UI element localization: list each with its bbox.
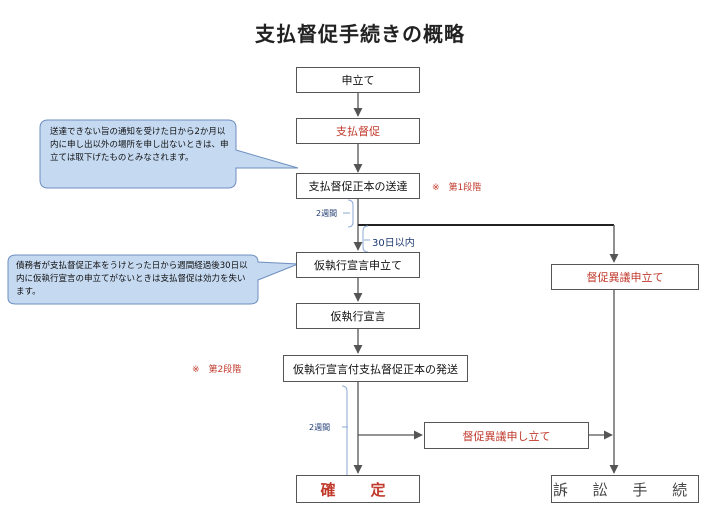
duration-two-weeks-1: 2週間 xyxy=(316,209,338,218)
box-soshou: 訴 訟 手 続 xyxy=(551,475,699,503)
stage1-note: ※ 第1段階 xyxy=(432,183,482,193)
box-igi-moushitate-1: 督促異議申立て xyxy=(551,264,699,290)
box-karishikkou-sengen: 仮執行宣言 xyxy=(296,303,420,329)
bracket-two-weeks-2 xyxy=(341,385,348,480)
bracket-thirty-days xyxy=(362,225,369,253)
page-title: 支払督促手続きの概略 xyxy=(255,22,465,46)
callout-bottom-text: 債務者が支払督促正本をうけとった日から週間経過後30日以内に仮執行宣言の申立てが… xyxy=(16,261,248,297)
box-souta: 支払督促正本の送達 xyxy=(296,173,420,199)
box-karishikkou-moushitate: 仮執行宣言申立て xyxy=(296,252,420,278)
callout-shape-top xyxy=(39,119,299,189)
callout-top-text: 送達できない旨の通知を受けた日から2か月以内に申し出以外の場所を申し出ないときは… xyxy=(50,127,229,163)
callout-shape-bottom xyxy=(7,254,299,305)
duration-two-weeks-2: 2週間 xyxy=(309,423,331,432)
stage2-note: ※ 第2段階 xyxy=(192,365,242,375)
box-moushitate: 申立て xyxy=(296,67,420,93)
box-igi-moushitate-2: 督促異議申し立て xyxy=(424,422,589,449)
box-kakutei: 確 定 xyxy=(296,475,420,503)
duration-thirty-days: 30日以内 xyxy=(372,238,415,249)
box-shiharai-tokusoku: 支払督促 xyxy=(296,118,420,144)
bracket-two-weeks-1 xyxy=(347,199,354,228)
box-hassou: 仮執行宣言付支払督促正本の発送 xyxy=(283,355,468,382)
